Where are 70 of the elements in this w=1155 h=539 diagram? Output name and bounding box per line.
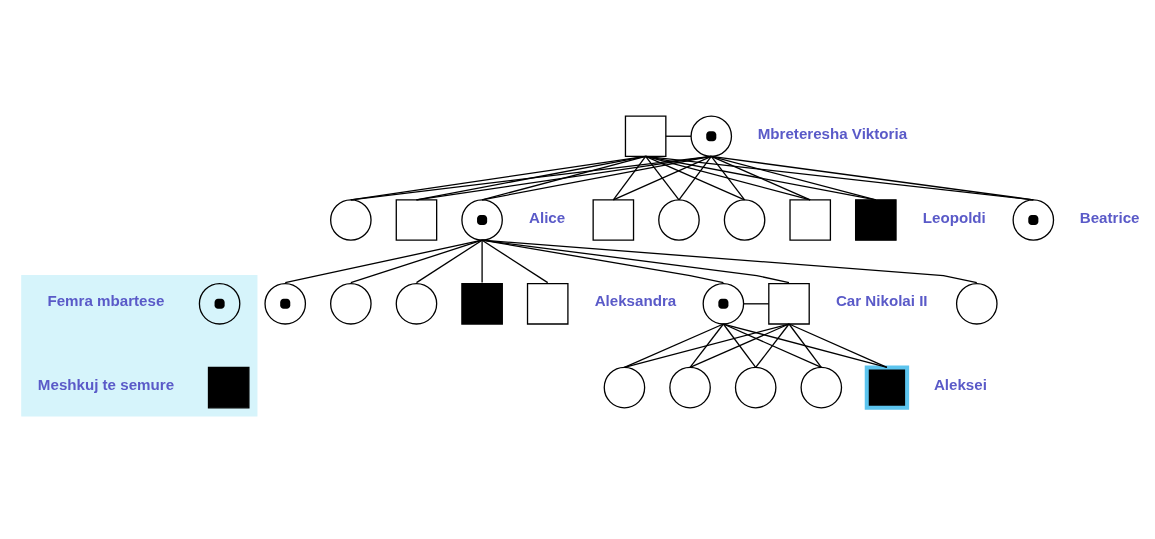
connector	[722, 322, 757, 368]
node-circle	[1012, 198, 1055, 241]
node-box	[395, 198, 438, 241]
node-box	[526, 282, 569, 325]
node-circle	[330, 198, 372, 241]
connector	[710, 155, 746, 200]
connector	[623, 322, 790, 368]
node-box	[461, 282, 503, 325]
legend-label: Femra mbartese	[47, 291, 165, 309]
connector	[678, 155, 712, 200]
node-label: Leopoldi	[922, 208, 986, 226]
connector	[350, 239, 483, 283]
connector	[689, 322, 790, 368]
node-circle	[955, 282, 998, 325]
node-circle	[690, 114, 733, 157]
node-box	[864, 364, 910, 410]
node-circle	[461, 198, 503, 241]
connector	[415, 155, 712, 200]
node-circle	[658, 198, 700, 241]
connector	[665, 135, 692, 137]
connector	[284, 239, 483, 283]
connector	[645, 155, 746, 200]
node-circle	[702, 282, 745, 325]
connector	[415, 239, 483, 283]
connector	[645, 155, 680, 200]
connector	[350, 155, 712, 200]
node-circle	[395, 282, 438, 325]
connector	[612, 155, 647, 200]
node-circle	[264, 282, 307, 325]
connector	[481, 239, 483, 283]
node-box	[624, 114, 667, 157]
node-circle	[734, 366, 777, 408]
connector	[722, 322, 888, 368]
node-label: Beatrice	[1079, 208, 1140, 226]
connector	[645, 155, 811, 200]
connector	[788, 322, 888, 368]
connector	[481, 239, 725, 283]
connector	[612, 155, 712, 200]
connector	[742, 302, 770, 304]
node-circle	[669, 366, 711, 408]
connector	[481, 239, 790, 283]
connector	[710, 155, 1034, 200]
legend-label: Meshkuj te semure	[37, 375, 175, 393]
connector	[645, 155, 1034, 200]
connector	[481, 155, 712, 200]
node-circle	[603, 366, 646, 408]
connector	[710, 155, 877, 200]
node-label: Alice	[529, 208, 566, 226]
connector	[481, 239, 549, 283]
node-box	[592, 198, 635, 241]
connector	[710, 155, 811, 200]
node-circle	[723, 198, 766, 241]
node-box	[855, 198, 897, 241]
connector	[645, 155, 877, 200]
node-box	[207, 366, 250, 408]
connector	[689, 322, 725, 368]
connector	[755, 322, 790, 368]
node-box	[768, 282, 810, 325]
node-circle	[330, 282, 372, 325]
node-label: Aleksei	[933, 375, 987, 393]
connector	[722, 322, 822, 368]
node-circle	[198, 282, 241, 325]
node-label: Mbreteresha Viktoria	[757, 124, 908, 142]
node-circle	[800, 366, 843, 408]
node-label: Aleksandra	[594, 291, 677, 309]
node-box	[789, 198, 832, 241]
connector	[481, 239, 978, 283]
cluster	[21, 274, 258, 416]
connector	[788, 322, 822, 368]
node-label: Car Nikolai II	[835, 291, 928, 309]
